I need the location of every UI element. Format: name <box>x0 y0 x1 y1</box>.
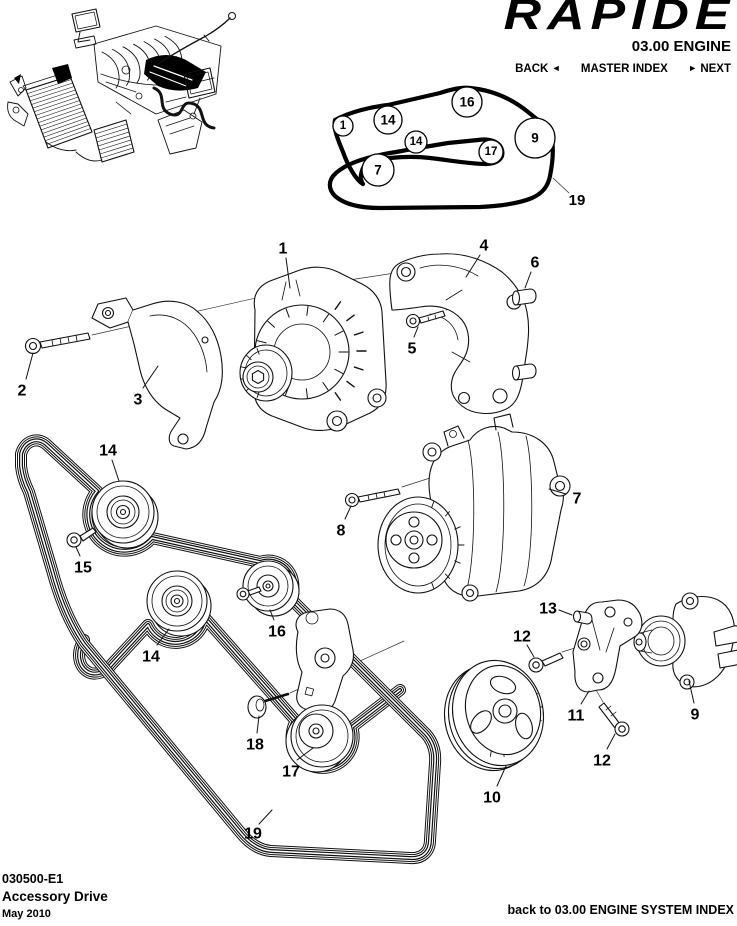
schematic-pulley-label: 14 <box>410 136 423 148</box>
idler-pulley-16 <box>242 560 300 617</box>
bolt-2 <box>24 332 91 355</box>
next-arrow-icon: ► <box>688 63 698 73</box>
part-callout-label: 12 <box>513 629 531 646</box>
bolt-5 <box>405 310 446 329</box>
belt-routing-schematic: 1 14 16 9 14 17 7 19 <box>327 85 586 211</box>
part-callout-label: 15 <box>74 560 92 577</box>
part-callout-label: 5 <box>408 341 417 358</box>
part-callout-label: 18 <box>246 737 264 754</box>
schematic-pulley-label: 1 <box>340 120 347 132</box>
power-steering-pump <box>633 592 737 690</box>
back-arrow-icon: ◄ <box>551 63 561 73</box>
schematic-pulley <box>404 130 428 154</box>
part-callout-label: 8 <box>337 523 346 540</box>
bolt-12-lower <box>598 702 630 737</box>
belt-tensioner <box>285 608 355 773</box>
part-callout-label: 17 <box>282 764 300 781</box>
schematic-pulley-label: 7 <box>374 163 382 178</box>
part-callout-label: 7 <box>573 491 582 508</box>
part-callout-label: 3 <box>134 392 143 409</box>
nav-master-index-link[interactable]: MASTER INDEX <box>580 63 668 75</box>
bolt-8 <box>344 488 401 508</box>
engine-thumbnail-illustration <box>7 8 236 163</box>
bolt-16-idler <box>236 586 262 601</box>
dowel-6-lower <box>511 363 537 381</box>
schematic-belt-label: 19 <box>569 192 586 209</box>
part-callout-label: 10 <box>483 790 501 807</box>
rapide-logo: RAPIDE <box>503 0 735 39</box>
document-date: May 2010 <box>2 908 51 920</box>
part-callout-label: 1 <box>279 241 288 258</box>
drive-belt <box>15 434 442 865</box>
schematic-pulley-label: 16 <box>459 95 475 110</box>
part-callout-label: 2 <box>18 383 27 400</box>
bracket-3 <box>91 297 223 450</box>
part-callout-label: 6 <box>531 255 540 272</box>
page-navigation: BACK ◄ MASTER INDEX ► NEXT <box>515 63 731 75</box>
part-callout-label: 4 <box>480 238 489 255</box>
back-to-index-link[interactable]: back to 03.00 ENGINE SYSTEM INDEX <box>507 903 734 917</box>
schematic-pulley <box>478 139 504 165</box>
alternator <box>239 266 387 432</box>
ac-compressor <box>377 413 571 602</box>
part-callout-label: 19 <box>244 826 262 843</box>
idler-pulley-14-lower <box>146 570 212 637</box>
schematic-pulley-label: 9 <box>531 131 539 146</box>
schematic-pulley <box>451 86 483 118</box>
document-code: 030500-E1 <box>2 872 64 886</box>
crank-pulley <box>443 659 545 772</box>
part-callout-label: 12 <box>593 753 611 770</box>
schematic-pulley <box>332 115 354 137</box>
schematic-pulley-label: 17 <box>485 146 498 158</box>
schematic-pulley <box>373 105 403 135</box>
dowel-13 <box>572 610 593 625</box>
pin-18 <box>247 692 290 719</box>
nav-back-link[interactable]: BACK <box>515 63 549 75</box>
schematic-pulley <box>514 117 556 159</box>
nav-next-link[interactable]: NEXT <box>700 63 731 75</box>
dowel-6-upper <box>511 288 537 306</box>
part-callout-label: 14 <box>142 649 160 666</box>
bolt-15 <box>66 527 97 548</box>
bracket-4 <box>389 253 530 415</box>
document-title: Accessory Drive <box>2 889 108 904</box>
part-callout-label: 9 <box>691 707 700 724</box>
part-callout-label: 11 <box>568 708 585 725</box>
schematic-pulley-label: 14 <box>380 113 396 128</box>
bolt-12-upper <box>528 652 564 673</box>
section-title: 03.00 ENGINE <box>631 38 731 55</box>
idler-pulley-14-upper <box>91 480 159 549</box>
schematic-pulley <box>361 153 395 187</box>
part-callout-label: 13 <box>539 601 557 618</box>
part-callout-label: 16 <box>268 624 286 641</box>
part-callout-label: 14 <box>99 443 117 460</box>
